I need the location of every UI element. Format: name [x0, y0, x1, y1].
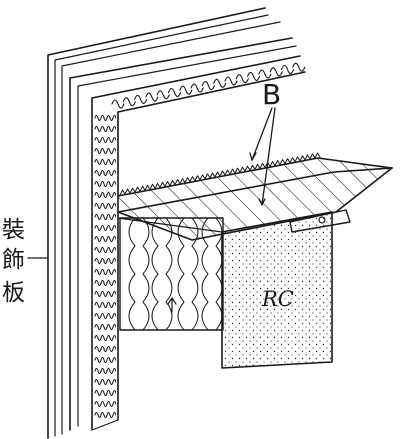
callout-b-leaders [249, 107, 276, 206]
ceiling-wave-strip [111, 62, 306, 109]
label-finish-board-char-2: 飾 [2, 247, 25, 273]
finish-board-frame [47, 7, 297, 439]
label-finish-board-char-1: 裝 [2, 217, 25, 243]
slab-sawtooth-edge [119, 152, 321, 196]
label-finish-board-char-3: 板 [2, 280, 25, 306]
vertical-wave-wall [91, 55, 306, 431]
label-rc: RC [261, 287, 294, 311]
label-callout-b: B [262, 78, 281, 111]
rc-concrete-block [221, 211, 333, 369]
